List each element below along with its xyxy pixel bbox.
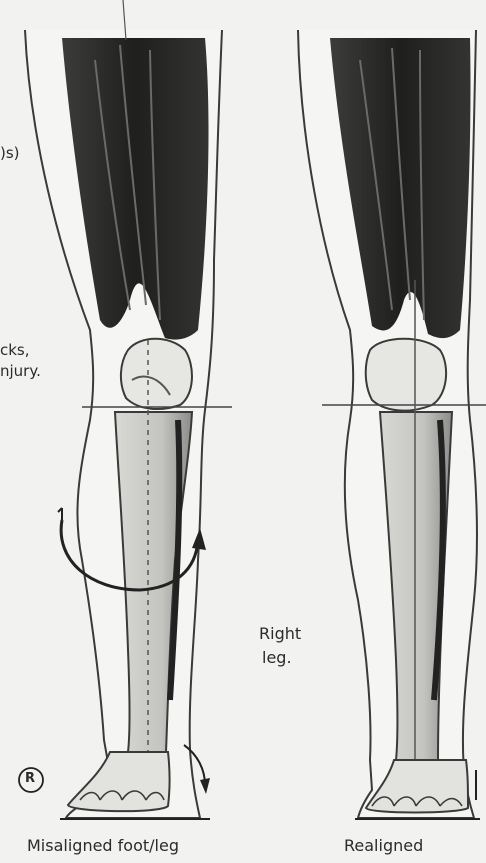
edge-text-1: )s)	[0, 144, 20, 162]
left-foot	[68, 752, 170, 811]
side-label-line-2: leg.	[262, 648, 292, 668]
circle-mark-letter: R	[25, 771, 35, 786]
caption-misaligned: Misaligned foot/leg	[27, 836, 179, 855]
realigned-leg	[298, 30, 486, 819]
side-label-line-1: Right	[259, 624, 301, 644]
misaligned-leg	[25, 0, 232, 819]
caption-realigned: Realigned	[344, 836, 423, 855]
edge-text-3: njury.	[0, 362, 41, 380]
rotation-arrow-tail	[58, 508, 62, 520]
ankle-arrow-head	[200, 778, 210, 794]
edge-text-2: cks,	[0, 341, 30, 359]
right-patella	[366, 339, 446, 411]
left-patella	[121, 339, 192, 409]
